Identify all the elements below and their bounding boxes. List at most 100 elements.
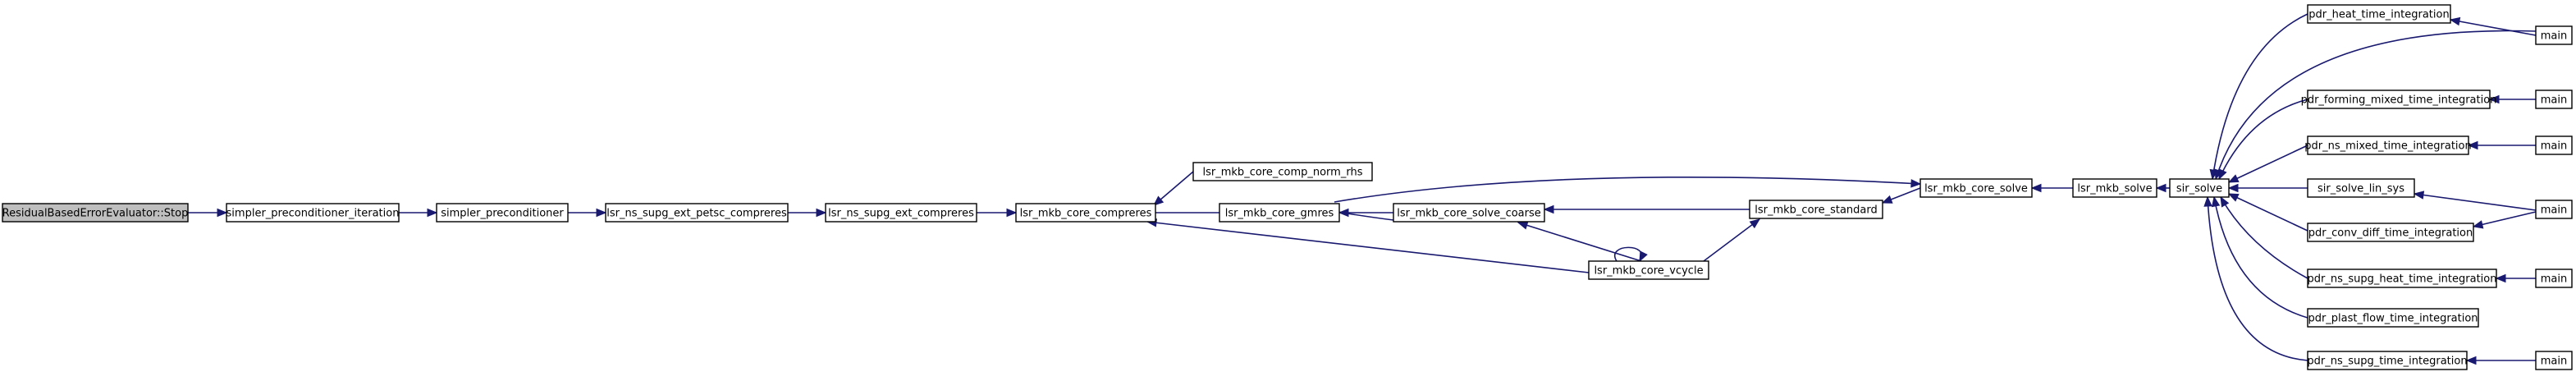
node-box [1015,203,1156,223]
arrowhead [2488,94,2500,104]
call-edge [977,208,1018,218]
node-box [2307,135,2469,155]
arrowhead [1881,195,1893,204]
node-box [1192,162,1373,181]
call-edge [2488,94,2536,104]
node-label: lsr_ns_supg_ext_compreres [828,208,974,220]
arrowhead [2227,183,2239,193]
function-node[interactable]: pdr_plast_flow_time_integration [2307,308,2479,328]
node-box [2535,269,2573,288]
arrowhead [427,208,438,218]
edge-line [2213,196,2308,319]
function-node[interactable]: lsr_ns_supg_ext_petsc_compreres [605,203,789,223]
call-edge [568,208,607,218]
call-edge [1152,171,1194,206]
node-box [2307,308,2479,328]
node-label: simpler_preconditioner [441,208,564,220]
node-label: simpler_preconditioner_iteration [226,208,400,220]
node-label: main [2541,356,2567,368]
call-edge [1517,221,1642,262]
arrowhead [2220,195,2230,208]
call-edge [788,208,827,218]
node-box [1393,203,1545,223]
function-node[interactable]: simpler_preconditioner [436,203,569,223]
call-edge [2227,183,2308,193]
edge-line [2212,13,2308,180]
call-edge [2495,273,2536,283]
function-node[interactable]: simpler_preconditioner_iteration [226,203,400,223]
function-node[interactable]: sir_solve_lin_sys [2307,178,2415,198]
function-node[interactable]: lsr_ns_supg_ext_compreres [825,203,977,223]
call-edge [1338,208,1393,218]
function-node[interactable]: main [2535,25,2573,45]
call-edge [2413,190,2537,211]
node-label: lsr_mkb_core_standard [1755,204,1878,217]
node-box [226,203,400,223]
call-edge [2472,211,2537,229]
arrowhead [2203,195,2212,207]
function-node[interactable]: lsr_mkb_core_solve [1919,178,2033,198]
edge-line [2207,196,2308,361]
arrowhead [1749,218,1761,229]
function-node[interactable]: lsr_mkb_core_comp_norm_rhs [1192,162,1373,181]
node-label: main [2541,94,2567,107]
node-label: pdr_ns_mixed_time_integration [2304,140,2471,153]
function-node[interactable]: pdr_ns_supg_time_integration [2307,351,2468,370]
root-node: ResidualBasedErrorEvaluator::Stop [2,203,189,223]
function-node[interactable]: pdr_ns_mixed_time_integration [2304,135,2472,155]
node-box [2307,223,2474,242]
call-edge [2467,140,2536,150]
function-node[interactable]: main [2535,135,2573,155]
function-node[interactable]: main [2535,351,2573,370]
node-box [2,203,189,223]
arrowhead [2218,168,2227,181]
call-edge [188,208,228,218]
arrowhead [2227,193,2240,202]
node-label: lsr_mkb_core_solve [1924,183,2028,195]
node-label: pdr_heat_time_integration [2308,9,2449,21]
node-box [2307,351,2468,370]
edge-line [2215,30,2537,180]
node-label: main [2541,30,2567,43]
node-box [2307,90,2491,109]
function-node[interactable]: lsr_mkb_core_gmres [1219,203,1340,223]
arrowhead [1910,179,1922,188]
node-label: lsr_mkb_core_vcycle [1594,265,1703,278]
call-edge [2227,145,2308,183]
function-node[interactable]: main [2535,90,2573,109]
function-node[interactable]: lsr_mkb_core_compreres [1015,203,1156,223]
function-node[interactable]: pdr_conv_diff_time_integration [2307,223,2474,242]
function-node[interactable]: main [2535,269,2573,288]
function-node[interactable]: pdr_heat_time_integration [2307,4,2451,24]
function-node[interactable]: lsr_mkb_solve [2072,178,2157,198]
arrowhead [1517,221,1529,230]
nodes: ResidualBasedErrorEvaluator::Stop simpler… [2,4,2573,370]
edge-line [2228,193,2308,232]
function-node[interactable]: lsr_mkb_core_standard [1749,200,1883,219]
arrowhead [2211,195,2221,208]
edge-line [1517,222,1642,262]
node-box [2535,351,2573,370]
function-node[interactable]: main [2535,200,2573,219]
arrowhead [2227,174,2240,183]
node-label: main [2541,204,2567,217]
node-box [2535,90,2573,109]
function-node[interactable]: lsr_mkb_core_vcycle [1588,260,1709,280]
function-node[interactable]: lsr_mkb_core_solve_coarse [1393,203,1545,223]
self-loop-edge [1614,246,1648,263]
function-node[interactable]: pdr_ns_supg_heat_time_integration [2307,269,2497,288]
node-label: pdr_forming_mixed_time_integration [2301,94,2497,107]
arrowhead [1543,204,1554,214]
function-node[interactable]: pdr_forming_mixed_time_integration [2301,90,2497,109]
node-label: pdr_conv_diff_time_integration [2308,227,2473,240]
arrowhead [816,208,827,218]
arrowhead [2465,356,2477,365]
node-box [2072,178,2157,198]
node-box [2169,178,2230,198]
node-box [605,203,789,223]
function-node[interactable]: sir_solve [2169,178,2230,198]
node-label: lsr_mkb_core_compreres [1020,208,1152,220]
arrowhead [2155,183,2166,193]
edge-line [1334,176,1921,203]
